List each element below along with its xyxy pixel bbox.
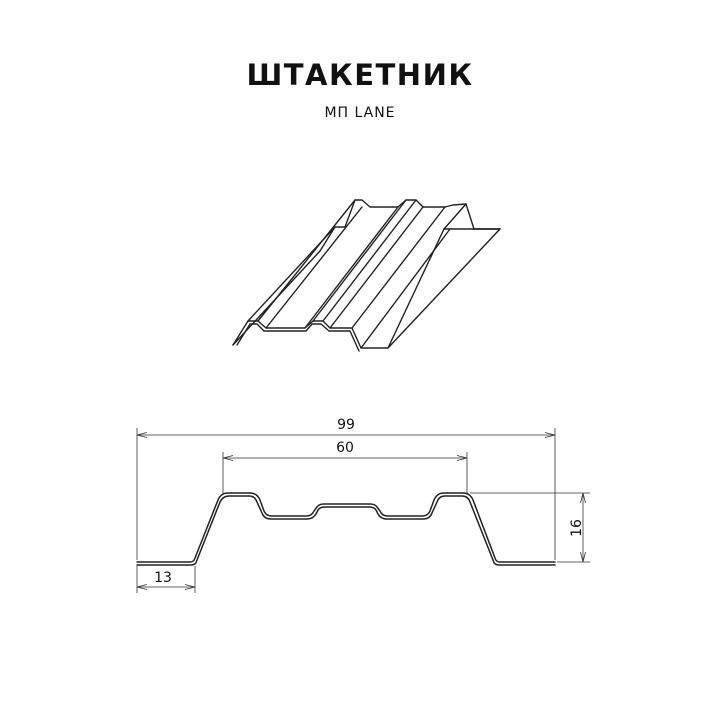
dim-60-label: 60 xyxy=(336,440,354,456)
edge-rib1-top xyxy=(257,199,356,322)
page-title: ШТАКЕТНИК xyxy=(246,58,474,92)
dim-60-arrow-left xyxy=(222,455,234,461)
dim-13-label: 13 xyxy=(154,570,172,586)
dim-16-arrow-top xyxy=(580,492,586,504)
cross-section-profile xyxy=(136,492,556,566)
edge-right-wall xyxy=(360,228,451,349)
profile-outer-line xyxy=(136,492,556,563)
dim-16-label: 16 xyxy=(569,519,585,537)
edge-right-flange-front xyxy=(387,228,501,349)
isometric-profile-view xyxy=(232,199,501,352)
edge-rib2-side xyxy=(329,206,424,329)
edge-rib3 xyxy=(351,206,446,329)
page-subtitle: МП LANE xyxy=(324,105,396,121)
edge-back-right xyxy=(443,203,467,230)
profile-inner-line xyxy=(136,495,556,566)
dim-99-arrow-right xyxy=(544,432,556,438)
dim-13-arrow-right xyxy=(184,584,196,590)
dim-99-label: 99 xyxy=(337,417,355,433)
dim-16-arrow-bottom xyxy=(580,551,586,563)
edge-groove1 xyxy=(304,206,399,329)
dim-13-arrow-left xyxy=(136,584,148,590)
dim-99-arrow-left xyxy=(136,432,148,438)
edge-rib2-top-b xyxy=(322,199,417,322)
edge-rib2-top xyxy=(312,199,407,322)
dimension-lines xyxy=(136,428,590,593)
front-section-inner xyxy=(236,323,360,352)
edge-rib1-top-b xyxy=(265,206,363,329)
back-section-outline xyxy=(319,199,475,252)
dim-60-arrow-right xyxy=(456,455,468,461)
